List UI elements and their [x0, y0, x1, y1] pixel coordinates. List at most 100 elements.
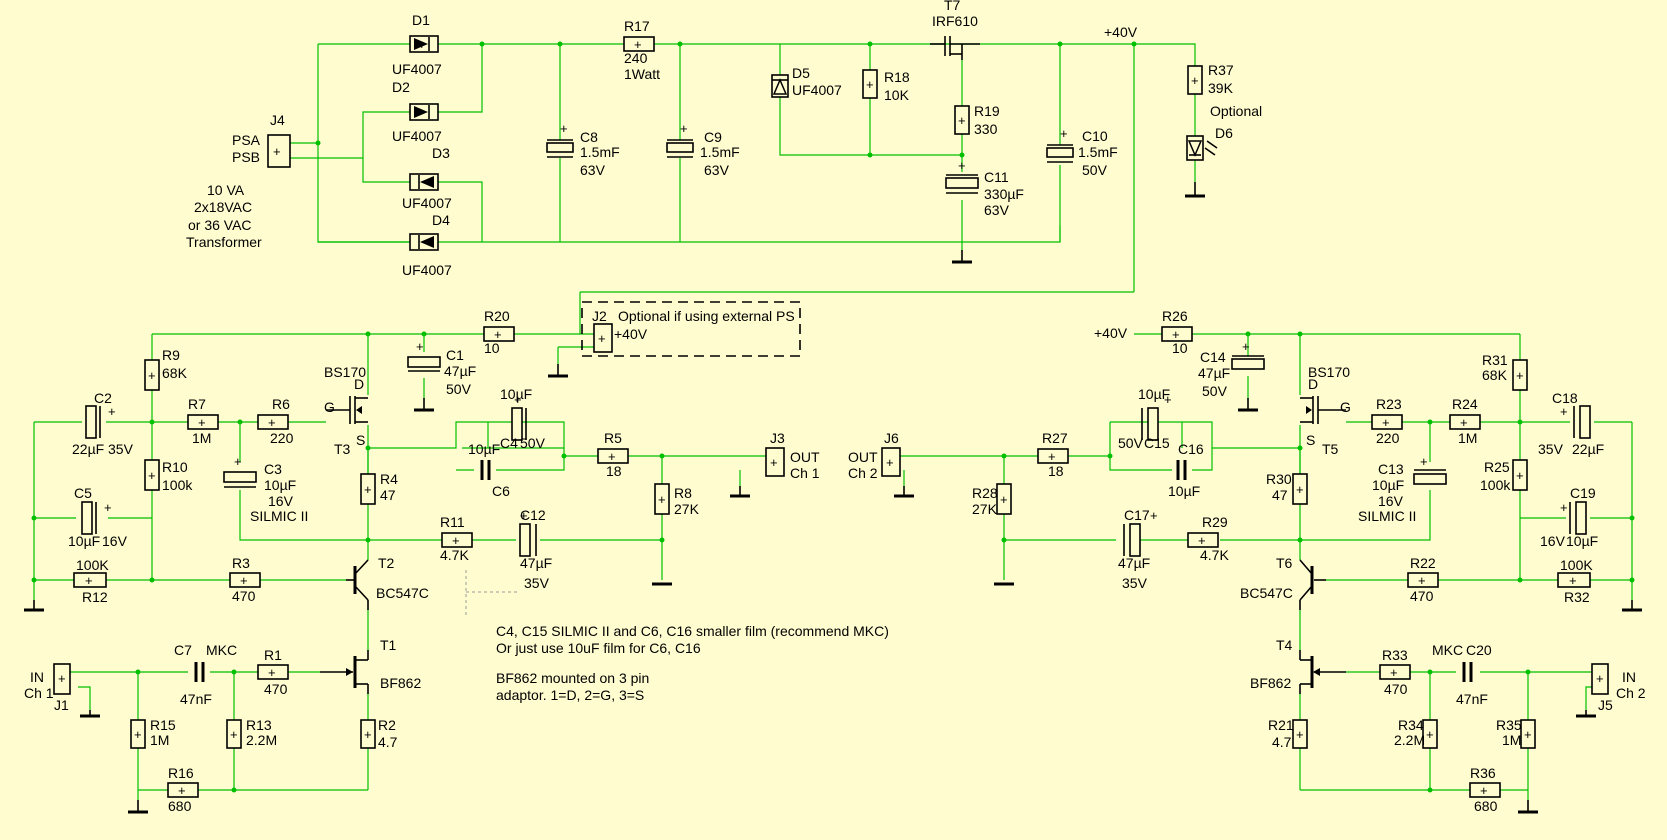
resistor-r5-icon	[597, 448, 629, 464]
c5-voltage: 16V	[102, 533, 128, 549]
r28-ref: R28	[972, 485, 998, 501]
d4-ref: D4	[432, 212, 450, 228]
t6-value: BC547C	[1240, 585, 1293, 601]
c15-ref: C15	[1144, 435, 1170, 451]
r23-ref: R23	[1376, 396, 1402, 412]
r28-value: 27K	[972, 501, 998, 517]
r16-ref: R16	[168, 765, 194, 781]
resistor-r1-icon	[257, 664, 289, 680]
j1-in: IN	[30, 669, 44, 685]
r20-ref: R20	[484, 308, 510, 324]
r17-power: 1Watt	[624, 66, 660, 82]
svg-text:+: +	[494, 327, 502, 342]
c3-value: 10µF	[264, 477, 296, 493]
capacitor-c16-icon	[1172, 460, 1192, 480]
t7-value: IRF610	[932, 13, 978, 29]
r6-value: 220	[270, 430, 294, 446]
svg-text:+: +	[1480, 783, 1488, 798]
r19-ref: R19	[974, 103, 1000, 119]
c15-top-value: 10µF	[1138, 386, 1170, 402]
d3-value: UF4007	[402, 195, 452, 211]
svg-text:+: +	[240, 573, 248, 588]
capacitor-c13-icon	[1413, 469, 1447, 485]
svg-text:+: +	[1150, 508, 1158, 523]
c20-ref: C20	[1466, 642, 1492, 658]
resistor-r24-icon	[1449, 414, 1481, 430]
svg-text:+: +	[1198, 533, 1206, 548]
resistor-r6-icon	[257, 414, 289, 430]
r22-value: 470	[1410, 588, 1434, 604]
r3-ref: R3	[232, 555, 250, 571]
c6-ref: C6	[492, 483, 510, 499]
r29-value: 4.7K	[1200, 547, 1229, 563]
r5-value: 18	[606, 463, 622, 479]
svg-text:+: +	[416, 339, 424, 354]
r8-value: 27K	[674, 501, 700, 517]
r9-value: 68K	[162, 365, 188, 381]
resistor-r4-icon	[360, 473, 376, 505]
t2-ref: T2	[378, 555, 395, 571]
resistor-r9-icon	[144, 359, 160, 391]
svg-text:+: +	[268, 665, 276, 680]
c18-ref: C18	[1552, 390, 1578, 406]
r24-ref: R24	[1452, 396, 1478, 412]
resistor-r20-icon	[483, 326, 515, 342]
c9-ref: C9	[704, 129, 722, 145]
c13-type: SILMIC II	[1358, 508, 1416, 524]
svg-text:+: +	[1516, 368, 1524, 383]
t1-ref: T1	[380, 637, 397, 653]
capacitor-c5-icon	[81, 501, 97, 535]
resistor-r21-icon	[1292, 719, 1308, 749]
j5-in: IN	[1622, 669, 1636, 685]
r21-value: 4.7	[1272, 734, 1292, 750]
r12-value: 100K	[76, 557, 109, 573]
c4-top-value: 10µF	[500, 386, 532, 402]
t3-source: S	[356, 432, 365, 448]
svg-text:+: +	[134, 727, 142, 742]
resistor-r18-icon	[862, 69, 878, 99]
r12-ref: R12	[82, 589, 108, 605]
j4-ref: J4	[270, 112, 285, 128]
capacitor-c18-icon	[1573, 405, 1591, 439]
svg-text:+: +	[1516, 468, 1524, 483]
svg-text:+: +	[520, 508, 528, 523]
note-line-3: BF862 mounted on 3 pin	[496, 670, 649, 686]
c20-value: 47nF	[1456, 691, 1488, 707]
note-line-4: adaptor. 1=D, 2=G, 3=S	[496, 687, 644, 703]
d5-ref: D5	[792, 65, 810, 81]
connector-j1-icon	[53, 663, 71, 695]
mosfet-t5-icon	[1300, 396, 1346, 424]
resistor-r31-icon	[1512, 359, 1528, 391]
r4-value: 47	[380, 487, 396, 503]
r34-ref: R34	[1398, 717, 1424, 733]
r22-ref: R22	[1410, 555, 1436, 571]
r18-value: 10K	[884, 87, 910, 103]
resistor-r22-icon	[1407, 572, 1439, 588]
j1-channel: Ch 1	[24, 685, 54, 701]
r24-value: 1M	[1458, 430, 1477, 446]
c17-voltage: 35V	[1122, 575, 1148, 591]
c15-voltage: 50V	[1118, 435, 1144, 451]
capacitor-c9-icon	[666, 139, 694, 158]
t1-value: BF862	[380, 675, 421, 691]
svg-text:+: +	[608, 449, 616, 464]
r2-value: 4.7	[378, 734, 398, 750]
c18-voltage: 35V	[1538, 441, 1564, 457]
svg-text:+: +	[770, 455, 778, 470]
r29-ref: R29	[1202, 514, 1228, 530]
r32-value: 100K	[1560, 557, 1593, 573]
svg-text:+: +	[230, 727, 238, 742]
c14-value: 47µF	[1198, 365, 1230, 381]
svg-text:+: +	[108, 404, 116, 419]
svg-text:+: +	[364, 727, 372, 742]
svg-text:+: +	[1569, 573, 1577, 588]
r25-ref: R25	[1484, 459, 1510, 475]
capacitor-c3-icon	[223, 471, 257, 488]
diode-d4-icon	[409, 233, 439, 251]
r30-value: 47	[1272, 487, 1288, 503]
diode-d5-icon	[771, 74, 789, 98]
c1-ref: C1	[446, 347, 464, 363]
t5-gate: G	[1340, 399, 1351, 415]
svg-text:+: +	[1524, 727, 1532, 742]
transformer-line-2: 2x18VAC	[194, 199, 252, 215]
